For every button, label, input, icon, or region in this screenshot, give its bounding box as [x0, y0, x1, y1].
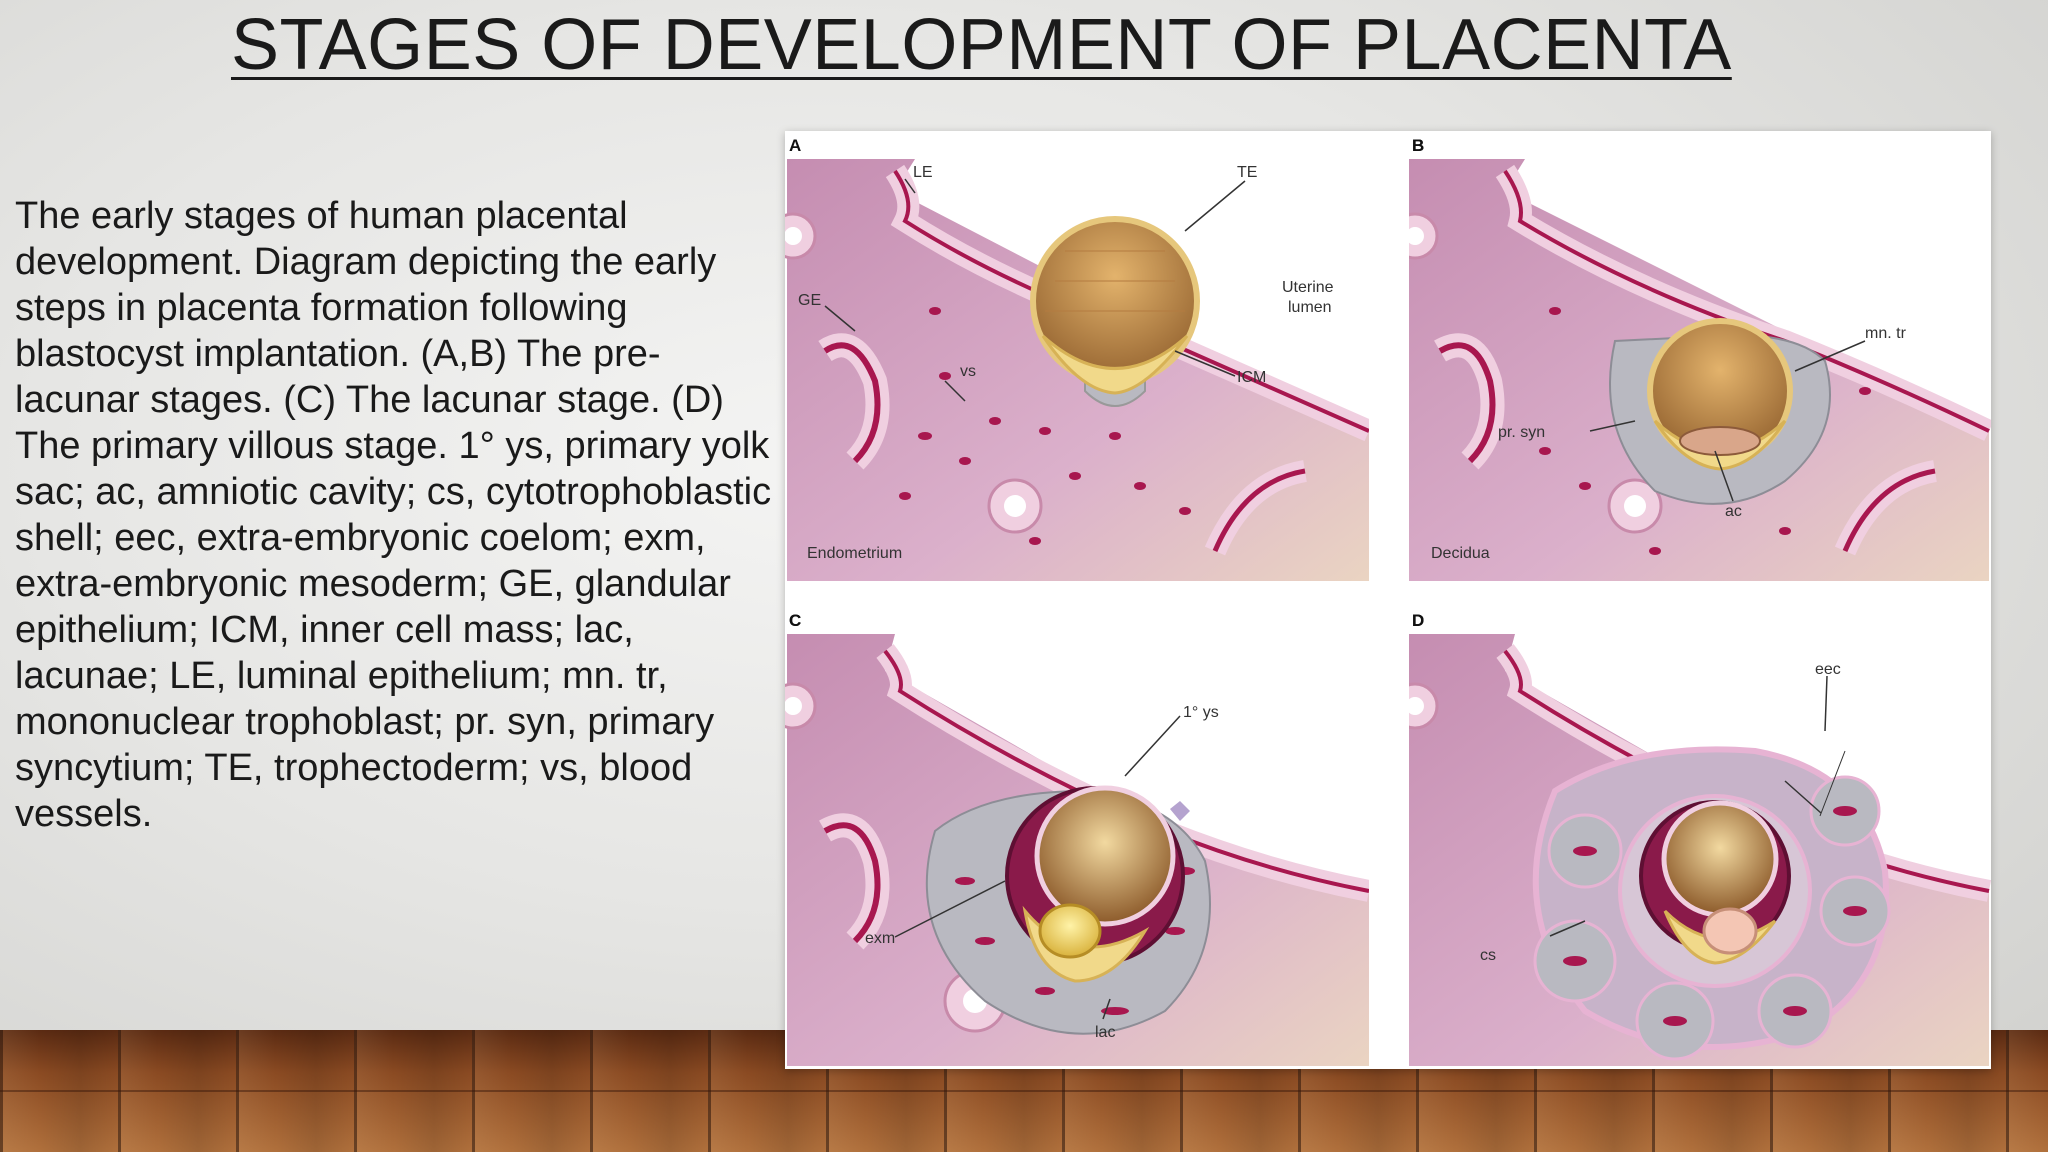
panel-a: A LE TE GE vs Uterine lumen ICM Endometr… [785, 136, 1374, 581]
label-te: TE [1237, 164, 1257, 181]
label-vs: vs [960, 363, 976, 380]
label-exm: exm [865, 930, 895, 947]
floor-divider [0, 1090, 2048, 1092]
label-ge: GE [798, 292, 821, 309]
panel-c: C 1° ys exm lac [785, 611, 1372, 1066]
label-cs: cs [1480, 947, 1496, 964]
label-uterine-lumen-2: lumen [1288, 299, 1332, 316]
panel-a-letter: A [789, 136, 801, 155]
panel-b-letter-overlay: B [1412, 136, 1424, 155]
label-uterine-lumen-1: Uterine [1282, 279, 1334, 296]
label-mn-tr: mn. tr [1865, 325, 1907, 342]
panel-b-letter: B [1412, 136, 1424, 155]
label-pr-syn: pr. syn [1498, 424, 1545, 441]
label-endometrium: Endometrium [807, 545, 902, 562]
label-icm: ICM [1237, 369, 1266, 386]
placenta-diagram: A LE TE GE vs Uterine lumen ICM Endometr… [785, 131, 1991, 1069]
slide-title: STAGES OF DEVELOPMENT OF PLACENTA [231, 5, 1732, 85]
figure-caption: The early stages of human placental deve… [15, 195, 772, 835]
panel-d-letter: D [1412, 611, 1424, 630]
panel-b: B mn. tr pr. syn ac Decidua [1391, 136, 1991, 581]
panel-d: D eec cs [1391, 611, 1991, 1066]
label-lac: lac [1095, 1024, 1115, 1041]
label-decidua: Decidua [1431, 545, 1490, 562]
label-le: LE [913, 164, 933, 181]
placenta-figure: A LE TE GE vs Uterine lumen ICM Endometr… [785, 131, 1991, 1069]
label-eec: eec [1815, 661, 1841, 678]
panel-d-letter-overlay: D [1412, 611, 1424, 630]
label-ac: ac [1725, 503, 1742, 520]
panel-c-letter: C [789, 611, 801, 630]
label-primary-ys: 1° ys [1183, 704, 1219, 721]
panel-c-letter-overlay: C [789, 611, 801, 630]
